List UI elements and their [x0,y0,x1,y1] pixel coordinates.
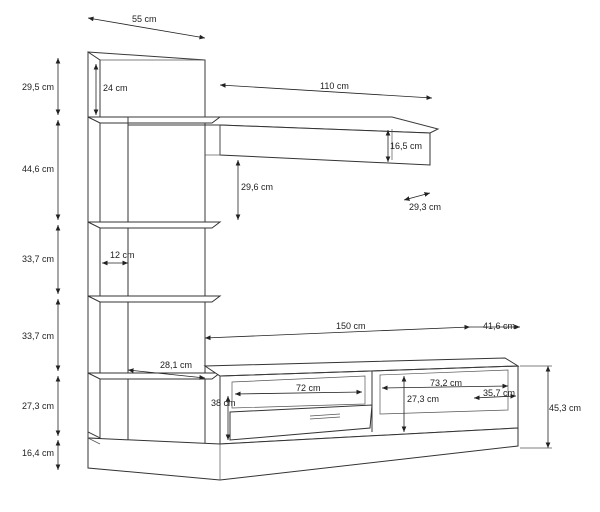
fifth-section-height-label: 27,3 cm [22,401,55,411]
lowboard [87,357,520,481]
compartment-height-label: 27,3 cm [407,394,440,404]
base-height-label: 16,4 cm [22,448,55,458]
top-depth-label: 55 cm [132,14,157,24]
tower-thickness-label: 12 cm [110,250,135,260]
third-section-height-label: 33,7 cm [22,254,55,264]
top-inner-height-label: 24 cm [103,83,128,93]
bridge-clearance-label: 29,6 cm [241,182,274,192]
second-section-height-label: 44,6 cm [22,164,55,174]
lowboard-width-label: 150 cm [336,321,366,331]
fourth-section-height-label: 33,7 cm [22,331,55,341]
inner-depth-label: 35,7 cm [483,388,516,398]
dimension-lines [55,16,552,470]
lowboard-depth-label: 41,6 cm [483,321,516,331]
bridge-width-label: 110 cm [320,81,349,91]
shelf-depth-label: 28,1 cm [160,360,193,370]
bridge-depth-label: 29,3 cm [409,202,442,212]
top-section-height-label: 29,5 cm [22,82,55,92]
total-lowboard-height-label: 45,3 cm [549,403,582,413]
open-width-label: 72 cm [296,383,321,393]
compartment-width-label: 73,2 cm [430,378,463,388]
flap-height-label: 38 cm [211,398,236,408]
bridge-height-label: 16,5 cm [390,141,423,151]
tall-tower [87,51,206,445]
bridge-shelf [127,116,440,166]
